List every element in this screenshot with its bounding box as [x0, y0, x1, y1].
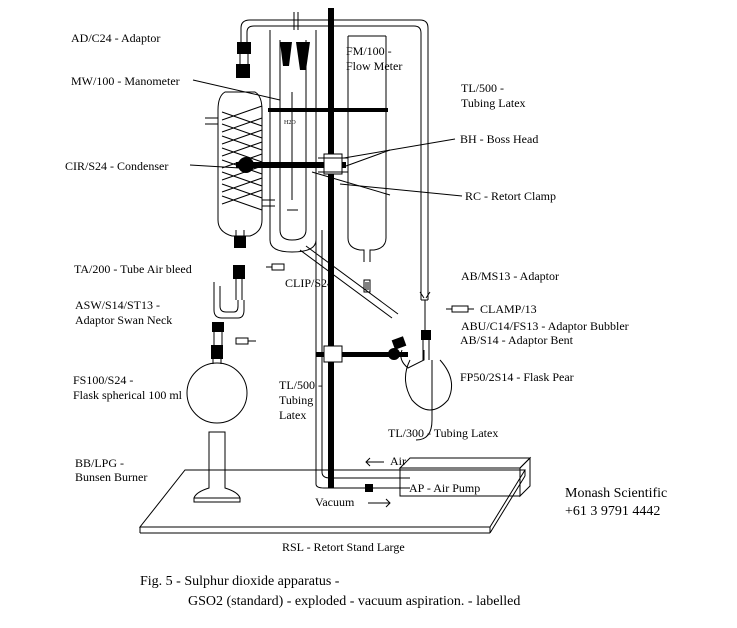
label-h2o: H2O: [284, 120, 296, 126]
label-retort-stand: RSL - Retort Stand Large: [282, 540, 405, 554]
label-boss-head: BH - Boss Head: [460, 132, 539, 146]
caption-line-1: Fig. 5 - Sulphur dioxide apparatus -: [140, 574, 340, 589]
lower-clamp: [316, 345, 408, 363]
caption-line-2: GSO2 (standard) - exploded - vacuum aspi…: [188, 594, 521, 609]
bunsen-burner: [193, 431, 241, 503]
air-pump: [365, 456, 532, 498]
tubing-to-pump: [315, 230, 433, 489]
manometer: [269, 12, 317, 253]
adaptor-ad-c24: [236, 42, 251, 78]
label-clamp13: CLAMP/13: [480, 302, 537, 316]
label-adaptor-bubbler: ABU/C14/FS13 - Adaptor Bubbler: [461, 319, 629, 333]
label-flow-meter-1: FM/100 -: [346, 44, 392, 58]
label-flask-spherical-1: FS100/S24 -: [73, 373, 134, 387]
label-tubing-top-2: Tubing Latex: [461, 96, 526, 110]
tubing-diagonal: [299, 245, 399, 319]
flow-meter: [347, 35, 387, 293]
label-burner-1: BB/LPG -: [75, 456, 125, 470]
label-vacuum: Vacuum: [315, 495, 355, 509]
label-clip: CLIP/S24: [285, 276, 334, 290]
label-swan-neck-2: Adaptor Swan Neck: [75, 313, 173, 327]
label-pointers: [339, 138, 463, 197]
label-manometer: MW/100 - Manometer: [71, 74, 180, 88]
tube-air-bleed: [233, 263, 285, 345]
label-condenser: CIR/S24 - Condenser: [65, 159, 169, 173]
label-tubing-300: TL/300 - Tubing Latex: [388, 426, 499, 440]
retort-stand-rod: [328, 8, 334, 488]
label-tubing-mid-1: TL/500 -: [279, 378, 322, 392]
flask-spherical: [186, 359, 248, 424]
boss-head-clamps: [236, 108, 391, 196]
label-adaptor-bent: AB/S14 - Adaptor Bent: [460, 333, 573, 347]
label-burner-2: Bunsen Burner: [75, 470, 148, 484]
label-tubing-top-1: TL/500 -: [461, 81, 504, 95]
label-tubing-mid-3: Latex: [279, 408, 307, 422]
label-flow-meter-2: Flow Meter: [346, 59, 403, 73]
label-adaptor-ab-ms13: AB/MS13 - Adaptor: [461, 269, 560, 283]
label-air: Air: [390, 454, 406, 468]
label-air-pump: AP - Air Pump: [409, 481, 481, 495]
label-tube-air-bleed: TA/200 - Tube Air bleed: [74, 262, 192, 276]
flow-arrows: [365, 457, 391, 508]
company-phone: +61 3 9791 4442: [565, 504, 661, 519]
manometer-pointer: [189, 79, 281, 169]
label-flask-spherical-2: Flask spherical 100 ml: [73, 388, 182, 402]
pear-flask-assembly: [391, 291, 474, 411]
label-retort-clamp: RC - Retort Clamp: [465, 189, 556, 203]
retort-stand-base: [138, 469, 526, 534]
company-name: Monash Scientific: [565, 486, 668, 501]
label-adaptor-ad: AD/C24 - Adaptor: [71, 31, 161, 45]
label-tubing-mid-2: Tubing: [279, 393, 314, 407]
swan-neck-adaptor: [211, 282, 245, 359]
label-flask-pear: FP50/2S14 - Flask Pear: [460, 370, 574, 384]
label-swan-neck-1: ASW/S14/ST13 -: [75, 298, 161, 312]
